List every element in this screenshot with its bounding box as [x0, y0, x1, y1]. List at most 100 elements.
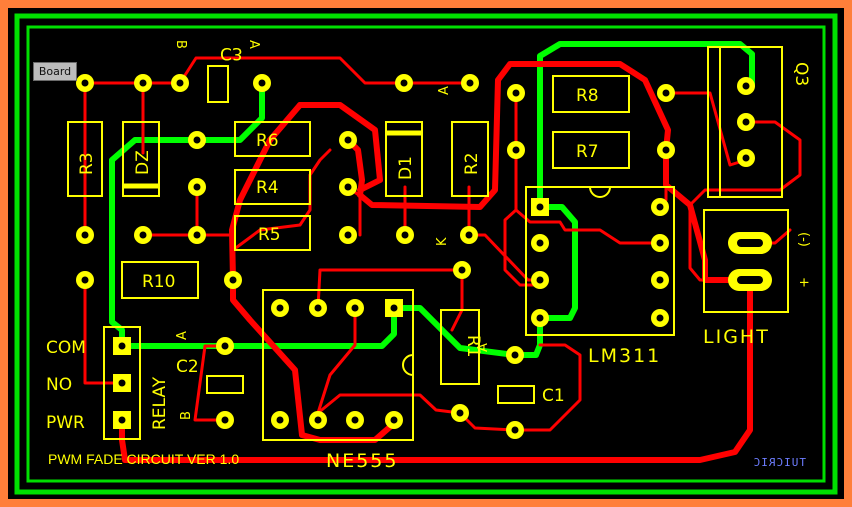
pad-hole-23 [656, 203, 664, 211]
pad-hole-34 [276, 416, 284, 424]
ne555-label: NE555 [326, 450, 398, 472]
d1-pin-a-label: A [437, 86, 452, 95]
c2-body [206, 375, 244, 394]
pad-hole-35 [314, 416, 322, 424]
pad-hole-37 [390, 416, 398, 424]
power-traces [119, 61, 753, 463]
board-edge-green [14, 13, 838, 495]
c3-body [207, 65, 229, 103]
light-connector-outline [703, 209, 789, 313]
c3-pin-a-label: A [246, 40, 261, 49]
light-plus-label: + [796, 277, 811, 288]
bottom-layer-traces [109, 41, 755, 358]
pad-hole-32 [314, 304, 322, 312]
r8-body [552, 75, 630, 113]
silkscreen-outlines [67, 46, 789, 441]
com-label: COM [46, 338, 86, 358]
pad-hole-36 [351, 416, 359, 424]
c1-label: C1 [542, 386, 565, 406]
pad-hole-3 [258, 79, 266, 87]
r1-label: R1 [463, 335, 483, 358]
q3-outline [707, 46, 783, 198]
pad-hole-14 [401, 231, 409, 239]
lm311-outline [525, 186, 675, 336]
d1-pin-k-label: K [435, 237, 450, 246]
r2-label: R2 [462, 152, 482, 175]
pad-hole-24 [656, 239, 664, 247]
r4-label: R4 [256, 178, 279, 198]
r7-label: R7 [576, 142, 599, 162]
r2-body [451, 121, 489, 197]
pad-hole-28 [229, 276, 237, 284]
board-layer-tab[interactable]: Board [33, 62, 77, 81]
pad-hole-25 [656, 276, 664, 284]
pad-hole-31 [276, 304, 284, 312]
pad-hole-40 [456, 409, 464, 417]
r8-label: R8 [576, 86, 599, 106]
pad-hole-10 [81, 231, 89, 239]
d1-body [385, 121, 423, 197]
pad-hole-17 [662, 89, 670, 97]
pad-hole-30 [221, 416, 229, 424]
pad-hole-11 [139, 231, 147, 239]
silkscreen-labels: R3 DZ R6 R4 R5 D1 R2 R8 R7 R10 R1 C1 C2 … [46, 40, 811, 472]
pad-hole-26 [656, 314, 664, 322]
square-pad-hole-1 [390, 304, 398, 312]
square-pad-hole-2 [118, 342, 126, 350]
pads [76, 74, 772, 439]
lm311-label: LM311 [588, 345, 661, 367]
r3-label: R3 [77, 152, 97, 175]
pad-hole-41 [511, 426, 519, 434]
r6-label: R6 [256, 131, 279, 151]
pad-hole-39 [511, 351, 519, 359]
c2-pin-a-label: A [175, 331, 190, 340]
board-title: PWM FADE CIRCUIT VER 1.0 [48, 451, 239, 467]
pad-hole-9 [344, 183, 352, 191]
pad-hole-20 [536, 239, 544, 247]
c3-pin-b-label: B [173, 40, 188, 49]
r7-body [552, 131, 630, 169]
pad-hole-33 [351, 304, 359, 312]
r10-body [121, 261, 199, 299]
square-pad-hole-3 [118, 379, 126, 387]
pad-hole-6 [193, 136, 201, 144]
pad-hole-21 [536, 276, 544, 284]
square-pad-hole-0 [536, 203, 544, 211]
r3-body [67, 121, 103, 197]
pad-hole-43 [742, 118, 750, 126]
pad-hole-29 [221, 342, 229, 350]
c3-label: C3 [220, 43, 243, 63]
light-label: LIGHT [703, 326, 770, 348]
relay-outline [103, 326, 141, 440]
ne555-outline [262, 289, 414, 441]
pad-hole-22 [536, 314, 544, 322]
r4-body [234, 169, 311, 205]
light-minus-label: (-) [796, 232, 811, 247]
r1-body [440, 309, 480, 385]
c2-pin-b-label: B [179, 411, 194, 420]
pad-hole-5 [466, 79, 474, 87]
pad-hole-1 [139, 79, 147, 87]
q3-label: Q3 [791, 62, 811, 86]
pad-hole-4 [400, 79, 408, 87]
pwr-label: PWR [46, 413, 85, 433]
r6-body [234, 121, 311, 157]
c1-body [497, 385, 535, 404]
r5-body [234, 215, 311, 251]
c2-label: C2 [176, 357, 199, 377]
board-edge-inner [26, 25, 826, 483]
d1-label: D1 [396, 156, 416, 180]
light-oval-slot-0 [737, 239, 763, 247]
pad-hole-12 [193, 231, 201, 239]
pad-hole-44 [742, 154, 750, 162]
r5-label: R5 [258, 225, 281, 245]
no-label: NO [46, 375, 72, 395]
mirrored-bottom-text: TUICRIC [753, 456, 806, 469]
pad-hole-19 [662, 146, 670, 154]
pad-hole-16 [512, 89, 520, 97]
pad-hole-7 [344, 136, 352, 144]
r1-pin-a-label: A [476, 343, 491, 352]
pad-hole-13 [344, 231, 352, 239]
